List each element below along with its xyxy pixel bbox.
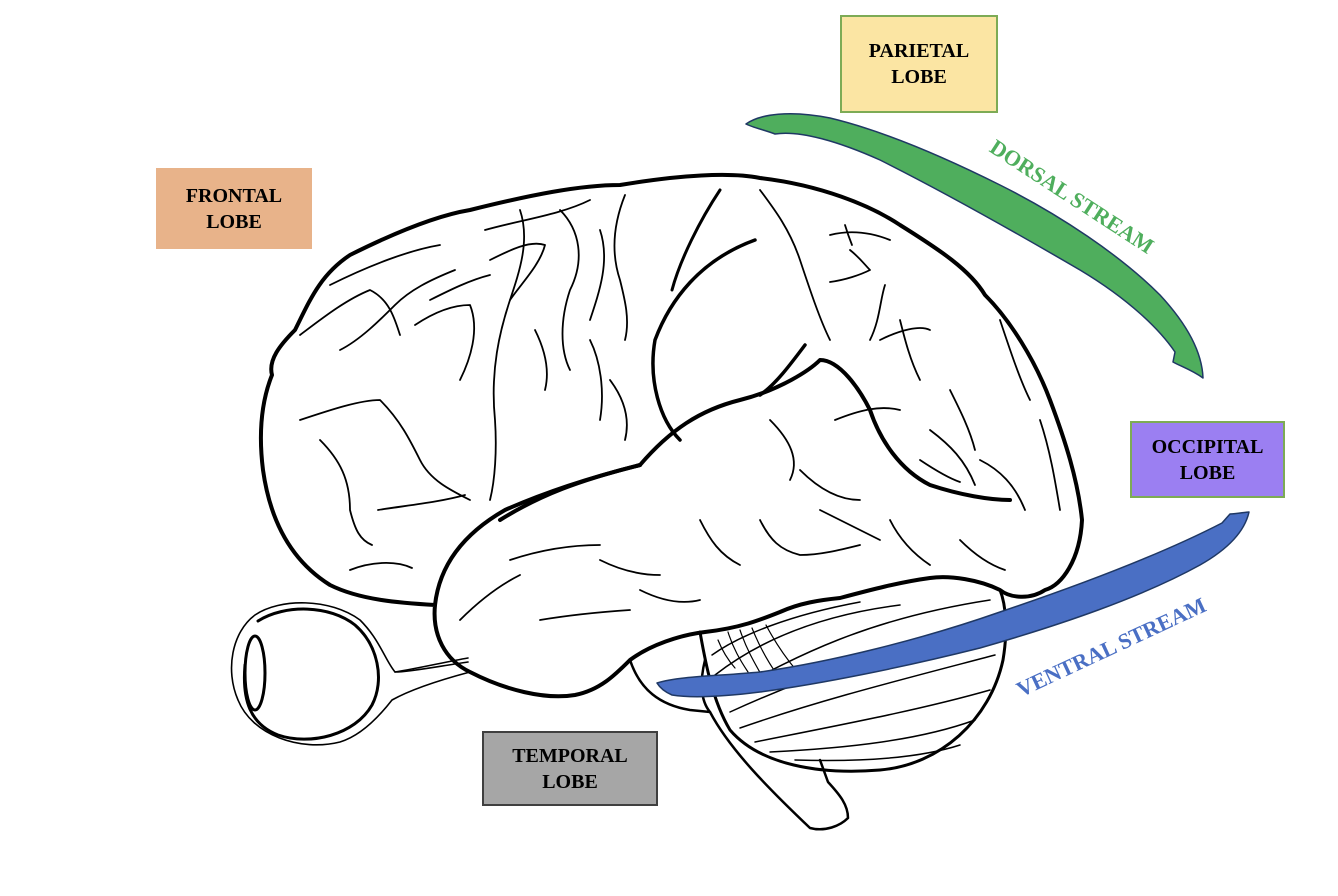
temporal-lobe-line1: TEMPORAL [512,744,628,767]
temporal-lobe-line2: LOBE [542,770,598,793]
occipital-lobe-line1: OCCIPITAL [1151,435,1264,458]
brain-outline [258,172,1084,699]
eye-icon [230,602,471,746]
temporal-lobe-label: TEMPORAL LOBE [482,731,658,806]
parietal-lobe-label: PARIETAL LOBE [840,15,998,113]
dorsal-stream-arrow [745,113,1204,379]
gyri-lines [299,189,1061,621]
cerebellum [698,588,1008,773]
lateral-sulcus [433,358,1012,607]
frontal-lobe-line2: LOBE [206,210,262,233]
parietal-lobe-line1: PARIETAL [868,40,970,62]
occipital-lobe-line2: LOBE [1179,461,1236,484]
ventral-stream-arrow [656,511,1250,698]
occipital-lobe-label: OCCIPITAL LOBE [1130,421,1285,498]
parietal-lobe-line2: LOBE [891,66,947,88]
central-sulcus [651,238,757,442]
frontal-lobe-line1: FRONTAL [185,184,283,207]
frontal-lobe-label: FRONTAL LOBE [156,168,312,249]
